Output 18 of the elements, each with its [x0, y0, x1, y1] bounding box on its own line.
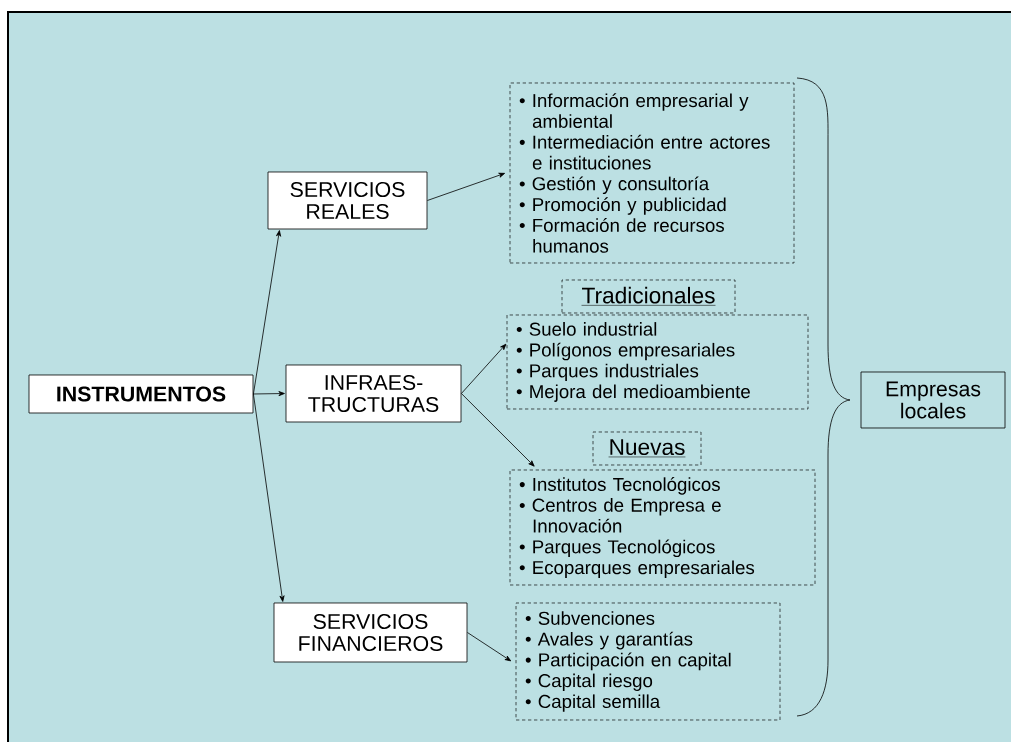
arrow	[253, 393, 285, 602]
category-box: Empresas locales	[860, 371, 1006, 429]
arrow	[253, 391, 285, 397]
bullet-list-box: • Subvenciones • Avales y garantías • Participación en capital • Capital riesgo • Capital semilla	[515, 602, 781, 721]
arrow	[253, 230, 282, 395]
arrow	[461, 343, 507, 394]
bullet-list-box: • Información empresarial y ambiental • Intermediación entre actores e instituciones • Gestión y consultoría • Promoción y publicidad • Formación de recursos humanos	[509, 82, 795, 264]
category-box: SERVICIOS REALES	[267, 171, 428, 230]
arrow	[427, 172, 505, 201]
subheading-box: Tradicionales	[561, 279, 736, 314]
arrow	[467, 632, 512, 662]
arrow	[461, 393, 535, 467]
category-box: SERVICIOS FINANCIEROS	[273, 602, 468, 663]
title-box: INSTRUMENTOS	[28, 374, 254, 414]
bullet-list-box: • Suelo industrial • Polígonos empresariales • Parques industriales • Mejora del medioambiente	[506, 314, 809, 410]
category-box: INFRAES- TRUCTURAS	[285, 364, 462, 423]
bullet-list-box: • Institutos Tecnológicos • Centros de Empresa e Innovación • Parques Tecnológicos • Ecoparques empresariales	[509, 469, 816, 586]
subheading-box: Nuevas	[592, 431, 702, 466]
